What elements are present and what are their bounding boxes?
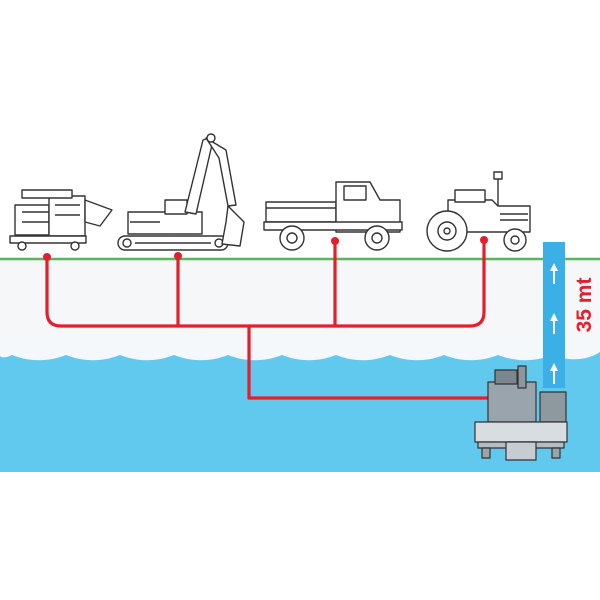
height-label: 35 mt [573,278,596,333]
connection-dot [43,253,51,261]
tractor-icon [426,171,531,252]
water-waves [0,336,600,361]
hose-connection-points [43,236,488,261]
truck-icon [263,181,403,251]
riser-pipe [543,242,565,388]
flow-arrow [550,363,558,384]
hose-network [45,238,489,400]
connection-dot [480,236,488,244]
connection-dot [331,237,339,245]
flow-arrow [550,263,558,284]
hose-to-pump [247,324,489,400]
excavator-icon [117,133,245,251]
skid-unit-icon [9,189,113,251]
submersible-pump-icon [474,365,568,461]
flow-arrow [550,313,558,334]
hose-main-branch [45,238,486,328]
connection-dot [174,252,182,260]
